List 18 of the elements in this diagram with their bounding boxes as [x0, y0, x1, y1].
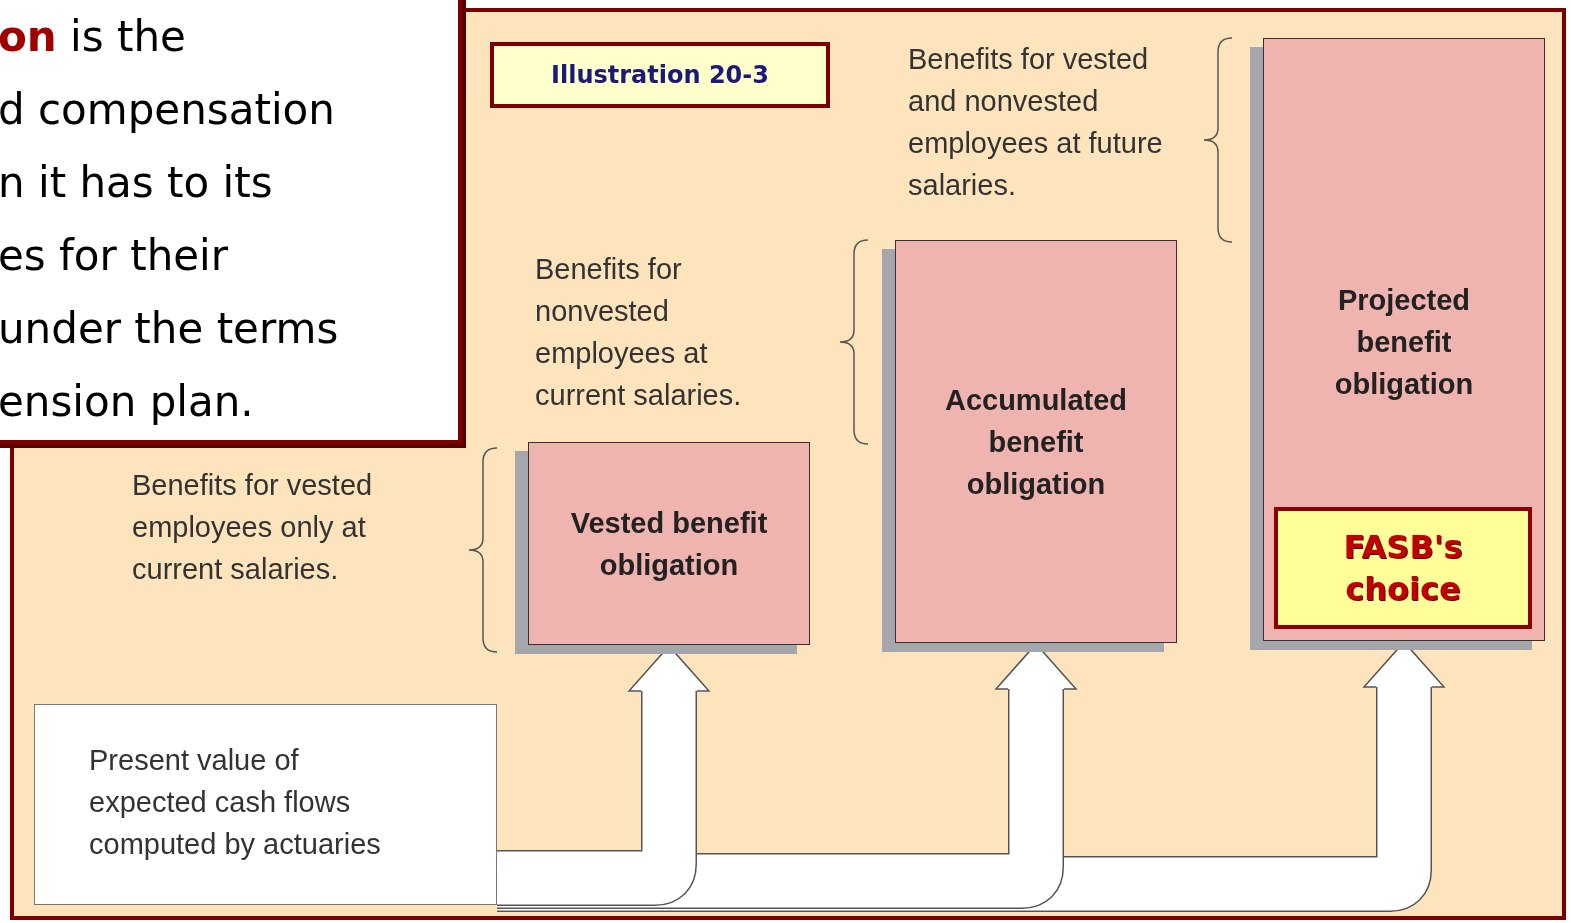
- brace-note: Benefits for nonvested employees at current salaries.: [535, 252, 743, 413]
- source-text: Present value of expected cash flows computed by actuaries: [89, 743, 382, 862]
- highlight-text: FASB's choice: [1342, 527, 1464, 610]
- brace-note: Benefits for vested and nonvested employees at future salaries.: [908, 42, 1164, 203]
- obligation-label: Projected benefit obligation: [1333, 283, 1475, 402]
- callout-text: on is the: [0, 11, 186, 63]
- obligation-label: Vested benefit obligation: [569, 505, 769, 583]
- source-box: [34, 704, 497, 905]
- obligation-label: Accumulated benefit obligation: [943, 382, 1129, 502]
- callout-text: ension plan.: [0, 376, 254, 428]
- highlight-box: [1274, 507, 1532, 629]
- callout-text: under the terms: [0, 303, 339, 355]
- callout-text: es for their: [0, 230, 229, 282]
- callout-text: d compensation: [0, 84, 335, 136]
- callout-text: n it has to its: [0, 157, 273, 209]
- brace-note: Benefits for vested employees only at current salaries.: [132, 468, 374, 587]
- illustration-label-box: [490, 42, 830, 108]
- illustration-label: Illustration 20-3: [551, 60, 769, 91]
